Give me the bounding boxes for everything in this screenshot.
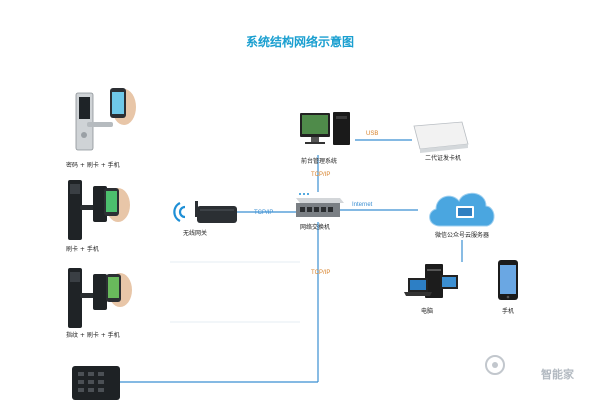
mobile-phone bbox=[498, 260, 518, 300]
wifi-icon bbox=[173, 202, 186, 222]
internet-link-label: Internet bbox=[352, 202, 373, 208]
card-issuer-label: 二代证发卡机 bbox=[425, 155, 462, 162]
smartphone-hand-2 bbox=[104, 188, 130, 222]
tcp-gateway-link-label: TCP/IP bbox=[254, 210, 274, 216]
tcp-down-link-label: TCP/IP bbox=[311, 270, 331, 276]
lock-3-label: 指纹 + 刷卡 + 手机 bbox=[66, 332, 120, 339]
door-lock-1 bbox=[75, 92, 113, 151]
wireless-gateway-device bbox=[195, 201, 237, 223]
tcp-admin-link-label: TCP/IP bbox=[311, 172, 331, 178]
desktop-computer bbox=[300, 112, 350, 145]
lock-1-label: 密码 + 刷卡 + 手机 bbox=[66, 162, 120, 169]
cloud-server-label: 微信公众号云服务器 bbox=[435, 232, 490, 239]
door-lock-3 bbox=[68, 268, 107, 328]
smartphone-hand-1 bbox=[110, 88, 136, 125]
door-lock-2 bbox=[68, 180, 107, 240]
watermark-text: 智能家 bbox=[541, 368, 574, 381]
card-issuer-device bbox=[413, 121, 469, 153]
pc-computer-set bbox=[404, 264, 458, 298]
smartphone-hand-3 bbox=[106, 273, 132, 307]
usb-link-label: USB bbox=[366, 131, 379, 137]
cloud-server-icon bbox=[429, 192, 495, 227]
connection-lines bbox=[120, 139, 463, 383]
lock-2-label: 刷卡 + 手机 bbox=[66, 246, 99, 253]
diagram-title: 系统结构网络示意图 bbox=[245, 35, 354, 49]
admin-system-label: 前台管理系统 bbox=[301, 158, 338, 165]
switch-label: 网络交换机 bbox=[300, 224, 331, 231]
pc-label: 电脑 bbox=[421, 308, 434, 315]
gateway-label: 无线网关 bbox=[183, 230, 208, 237]
keypad-lock bbox=[72, 366, 120, 400]
phone-label: 手机 bbox=[502, 308, 515, 315]
watermark-logo bbox=[485, 355, 505, 375]
network-switch bbox=[296, 193, 344, 217]
